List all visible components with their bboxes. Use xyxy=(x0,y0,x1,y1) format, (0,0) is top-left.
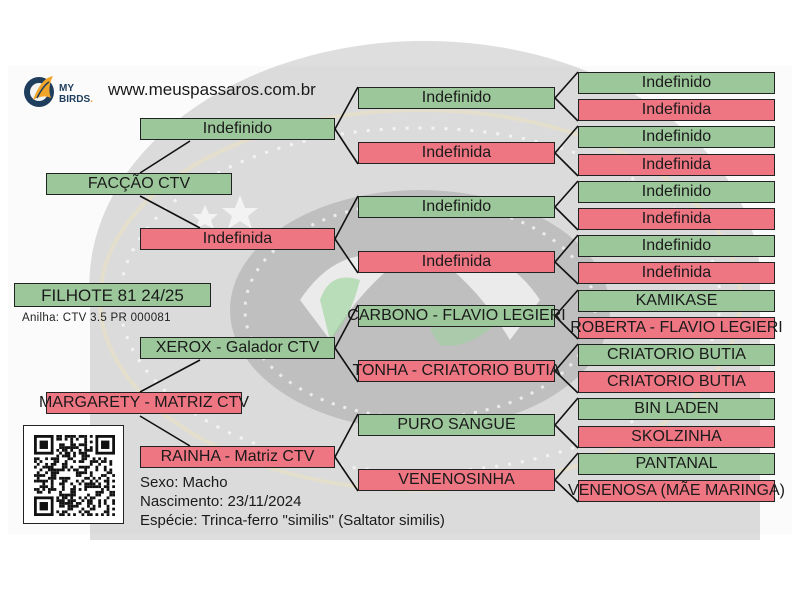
pedigree-name: Indefinida xyxy=(641,264,712,281)
pedigree-box-great-grandparent-3[interactable]: Indefinido xyxy=(358,196,555,218)
mybirds-logo-icon: MY BIRDS. xyxy=(24,76,93,107)
pedigree-name: Indefinido xyxy=(641,183,712,200)
birth-date-label: Nascimento: 23/11/2024 xyxy=(140,493,302,510)
pedigree-box-great-grandparent-8[interactable]: VENENOSINHA xyxy=(358,469,555,491)
pedigree-name: SKOLZINHA xyxy=(631,428,722,445)
pedigree-box-great-great-grandparent-10[interactable]: ROBERTA - FLAVIO LEGIERI xyxy=(570,317,783,339)
pedigree-name: Indefinida xyxy=(202,230,273,247)
pedigree-name: Indefinida xyxy=(641,101,712,118)
pedigree-box-great-great-grandparent-9[interactable]: KAMIKASE xyxy=(578,290,775,312)
pedigree-name: Indefinido xyxy=(202,120,273,137)
pedigree-box-great-great-grandparent-8[interactable]: Indefinida xyxy=(578,262,775,284)
subject-name-box[interactable]: FILHOTE 81 24/25 xyxy=(14,283,211,307)
pedigree-box-great-great-grandparent-2[interactable]: Indefinida xyxy=(578,99,775,121)
pedigree-box-great-great-grandparent-12[interactable]: CRIATORIO BUTIA xyxy=(578,371,775,393)
pedigree-box-great-great-grandparent-15[interactable]: PANTANAL xyxy=(578,453,775,475)
pedigree-name: Indefinido xyxy=(641,128,712,145)
pedigree-box-great-grandparent-1[interactable]: Indefinido xyxy=(358,87,555,109)
pedigree-name: Indefinido xyxy=(421,198,492,215)
pedigree-box-great-grandparent-7[interactable]: PURO SANGUE xyxy=(358,414,555,436)
pedigree-name: Indefinida xyxy=(641,156,712,173)
pedigree-box-great-grandparent-6[interactable]: TONHA - CRIATORIO BUTIA xyxy=(352,360,561,382)
pedigree-name: MARGARETY - MATRIZ CTV xyxy=(38,394,250,411)
pedigree-name: RAINHA - Matriz CTV xyxy=(160,448,315,465)
pedigree-box-great-great-grandparent-11[interactable]: CRIATORIO BUTIA xyxy=(578,344,775,366)
pedigree-name: CRIATORIO BUTIA xyxy=(607,373,746,390)
pedigree-name: PURO SANGUE xyxy=(397,416,516,433)
sex-label: Sexo: Macho xyxy=(140,474,228,491)
pedigree-box-grandparent-4[interactable]: RAINHA - Matriz CTV xyxy=(140,446,335,468)
pedigree-name: XEROX - Galador CTV xyxy=(155,339,320,356)
pedigree-box-great-grandparent-5[interactable]: CARBONO - FLAVIO LEGIERI xyxy=(347,305,566,327)
pedigree-name: CRIATORIO BUTIA xyxy=(607,346,746,363)
subject-name: FILHOTE 81 24/25 xyxy=(41,285,184,305)
pedigree-name: ROBERTA - FLAVIO LEGIERI xyxy=(570,319,783,336)
pedigree-box-great-great-grandparent-6[interactable]: Indefinida xyxy=(578,208,775,230)
pedigree-box-great-great-grandparent-4[interactable]: Indefinida xyxy=(578,154,775,176)
pedigree-name: BIN LADEN xyxy=(634,400,719,417)
pedigree-name: Indefinida xyxy=(421,144,492,161)
pedigree-name: FACÇÃO CTV xyxy=(87,175,191,192)
website-link[interactable]: www.meuspassaros.com.br xyxy=(108,80,316,99)
pedigree-name: CARBONO - FLAVIO LEGIERI xyxy=(347,307,566,324)
pedigree-box-grandparent-2[interactable]: Indefinida xyxy=(140,228,335,250)
pedigree-box-mother[interactable]: MARGARETY - MATRIZ CTV xyxy=(39,392,249,414)
ring-number: Anilha: CTV 3.5 PR 000081 xyxy=(22,312,171,324)
pedigree-name: PANTANAL xyxy=(635,455,718,472)
pedigree-box-great-great-grandparent-14[interactable]: SKOLZINHA xyxy=(578,426,775,448)
qr-code-icon[interactable] xyxy=(23,425,124,524)
svg-text:BIRDS.: BIRDS. xyxy=(59,94,93,105)
pedigree-box-great-great-grandparent-3[interactable]: Indefinido xyxy=(578,126,775,148)
pedigree-box-great-great-grandparent-5[interactable]: Indefinido xyxy=(578,181,775,203)
pedigree-box-father[interactable]: FACÇÃO CTV xyxy=(46,173,232,195)
pedigree-name: Indefinido xyxy=(641,237,712,254)
pedigree-name: Indefinido xyxy=(641,74,712,91)
pedigree-box-great-great-grandparent-7[interactable]: Indefinido xyxy=(578,235,775,257)
pedigree-box-grandparent-1[interactable]: Indefinido xyxy=(140,118,335,140)
pedigree-box-grandparent-3[interactable]: XEROX - Galador CTV xyxy=(140,337,335,359)
pedigree-box-great-grandparent-2[interactable]: Indefinida xyxy=(358,142,555,164)
pedigree-box-great-great-grandparent-16[interactable]: VENENOSA (MÃE MARINGA) xyxy=(568,480,785,502)
pedigree-box-great-great-grandparent-13[interactable]: BIN LADEN xyxy=(578,398,775,420)
pedigree-name: TONHA - CRIATORIO BUTIA xyxy=(352,362,561,379)
pedigree-box-great-grandparent-4[interactable]: Indefinida xyxy=(358,251,555,273)
species-label: Espécie: Trinca-ferro "similis" (Saltato… xyxy=(140,512,445,529)
pedigree-name: VENENOSINHA xyxy=(398,471,515,488)
pedigree-name: KAMIKASE xyxy=(635,292,718,309)
pedigree-box-great-great-grandparent-1[interactable]: Indefinido xyxy=(578,72,775,94)
pedigree-name: Indefinida xyxy=(641,210,712,227)
pedigree-name: Indefinido xyxy=(421,89,492,106)
svg-text:MY: MY xyxy=(59,83,74,94)
pedigree-name: Indefinida xyxy=(421,253,492,270)
pedigree-name: VENENOSA (MÃE MARINGA) xyxy=(568,482,785,499)
